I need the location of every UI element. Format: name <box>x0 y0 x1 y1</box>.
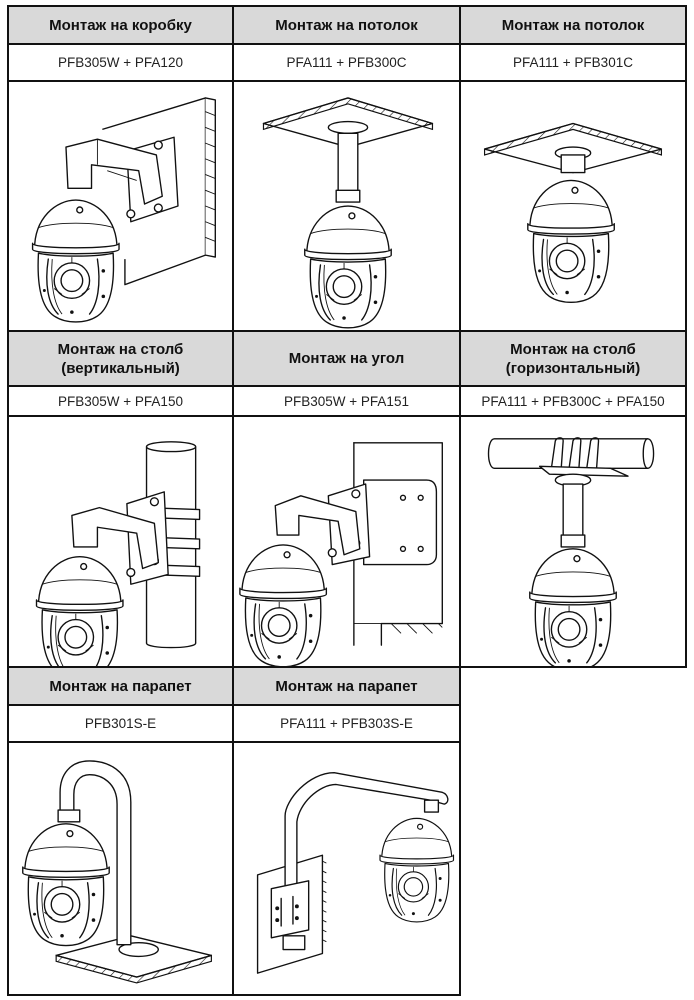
parapet-floor-mount-camera-illustration <box>7 741 234 996</box>
mount-header-vertical-pole: Монтаж на столб (вертикальный) <box>7 330 234 387</box>
mount-title: Монтаж на парапет <box>49 677 192 695</box>
mount-subtitle: (вертикальный) <box>61 359 180 377</box>
box-mount-camera-illustration <box>7 80 234 334</box>
mount-code-vertical-pole: PFB305W + PFA150 <box>7 385 234 417</box>
mount-code-parapet-wall: PFA111 + PFB303S-E <box>232 704 461 743</box>
mount-header-horizontal-pole: Монтаж на столб (горизонтальный) <box>459 330 687 387</box>
mount-subtitle: (горизонтальный) <box>505 359 641 377</box>
mount-code: PFB305W + PFA151 <box>284 393 409 409</box>
mount-header-parapet-wall: Монтаж на парапет <box>232 666 461 706</box>
mount-title: Монтаж на столб <box>57 340 184 358</box>
mount-code: PFB301S-E <box>84 716 157 731</box>
mount-code-corner: PFB305W + PFA151 <box>232 385 461 417</box>
mount-title: Монтаж на угол <box>288 350 405 367</box>
mount-code-box: PFB305W + PFA120 <box>7 43 234 82</box>
horizontal-pole-mount-camera-illustration <box>459 415 687 668</box>
parapet-wall-mount-camera-illustration <box>232 741 461 996</box>
mount-title: Монтаж на парапет <box>275 677 418 695</box>
mount-code: PFA111 + PFB301C <box>513 55 633 70</box>
mount-code: PFA111 + PFB303S-E <box>280 716 413 731</box>
mount-header-corner: Монтаж на угол <box>232 330 461 387</box>
mount-code-ceiling-flush: PFA111 + PFB301C <box>459 43 687 82</box>
mount-code-parapet-floor: PFB301S-E <box>7 704 234 743</box>
mount-code-horizontal-pole: PFA111 + PFB300C + PFA150 <box>459 385 687 417</box>
mount-title: Монтаж на коробку <box>49 16 192 34</box>
mount-code: PFB305W + PFA150 <box>58 393 183 409</box>
mount-title: Монтаж на столб <box>510 340 636 358</box>
corner-mount-camera-illustration <box>232 415 461 668</box>
ceiling-flush-mount-camera-illustration <box>459 80 687 334</box>
mount-code: PFA111 + PFB300C + PFA150 <box>481 393 665 409</box>
mount-code-ceiling-pendant: PFA111 + PFB300C <box>232 43 461 82</box>
mount-title: Монтаж на потолок <box>275 16 418 34</box>
mount-code: PFA111 + PFB300C <box>286 55 407 70</box>
mount-code: PFB305W + PFA120 <box>58 55 183 70</box>
vertical-pole-mount-camera-illustration <box>7 415 234 668</box>
ceiling-pendant-mount-camera-illustration <box>232 80 461 334</box>
mount-header-parapet-floor: Монтаж на парапет <box>7 666 234 706</box>
mount-header-ceiling-flush: Монтаж на потолок <box>459 5 687 45</box>
mount-header-box: Монтаж на коробку <box>7 5 234 45</box>
mount-header-ceiling-pendant: Монтаж на потолок <box>232 5 461 45</box>
mount-title: Монтаж на потолок <box>501 16 645 34</box>
